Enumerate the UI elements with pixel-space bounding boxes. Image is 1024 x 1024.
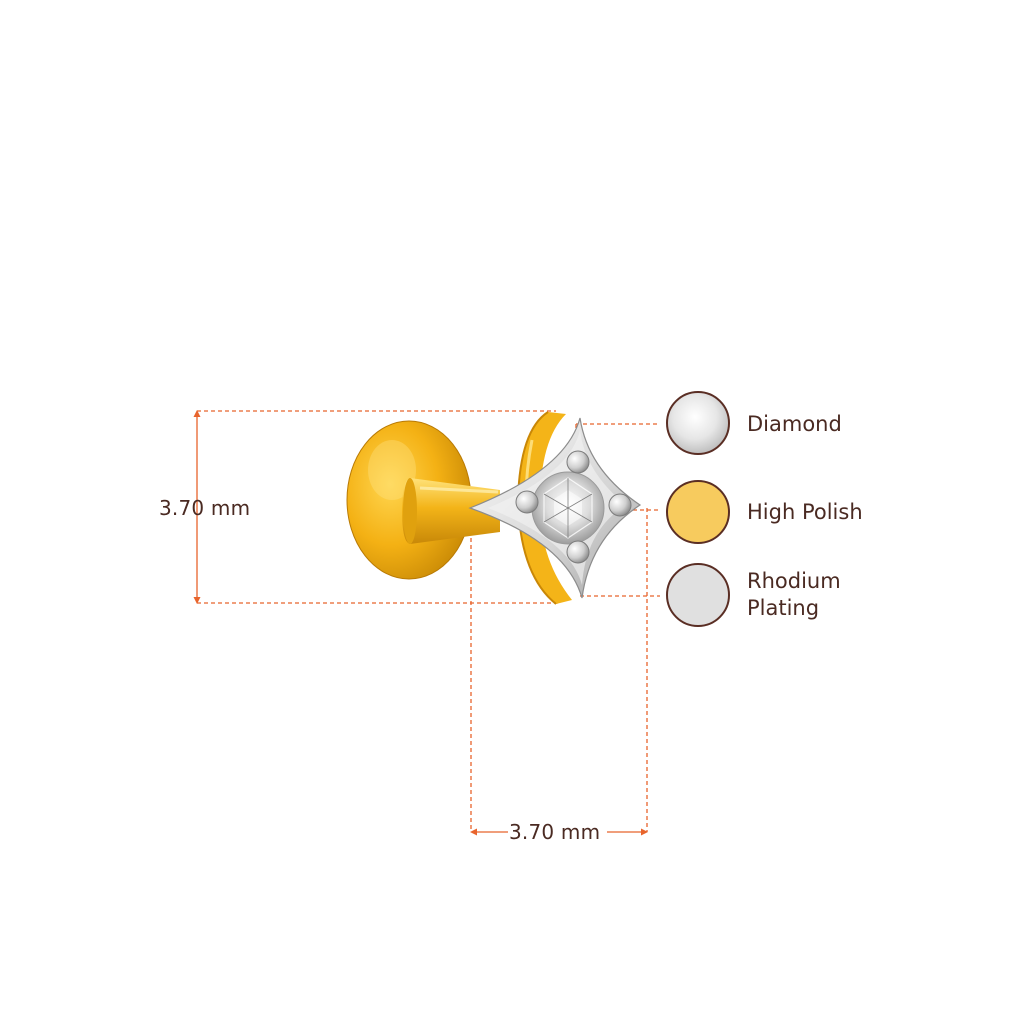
post bbox=[402, 478, 500, 544]
prong-top bbox=[566, 450, 590, 474]
prong-bottom bbox=[566, 540, 590, 564]
prongs bbox=[515, 450, 632, 564]
dimension-arrows bbox=[193, 410, 648, 836]
prong-right bbox=[608, 493, 632, 517]
legend-label-rhodium-line1: Rhodium bbox=[747, 569, 841, 593]
high-polish-swatch bbox=[666, 480, 730, 544]
arrow-down bbox=[193, 597, 201, 604]
rhodium-plating-swatch bbox=[666, 563, 730, 627]
legend-label-rhodium-line2: Plating bbox=[747, 596, 820, 620]
arrow-up bbox=[193, 410, 201, 417]
diamond-stone bbox=[531, 471, 605, 545]
legend-label-rhodium: Rhodium Plating bbox=[747, 568, 841, 622]
width-dimension-label: 3.70 mm bbox=[509, 820, 601, 844]
arrow-right bbox=[641, 828, 648, 836]
prong-left bbox=[515, 490, 539, 514]
legend-label-diamond: Diamond bbox=[747, 412, 842, 436]
legend-label-high-polish: High Polish bbox=[747, 500, 863, 524]
arrow-left bbox=[470, 828, 477, 836]
height-dimension-label: 3.70 mm bbox=[159, 496, 251, 520]
diamond-swatch bbox=[666, 391, 730, 455]
